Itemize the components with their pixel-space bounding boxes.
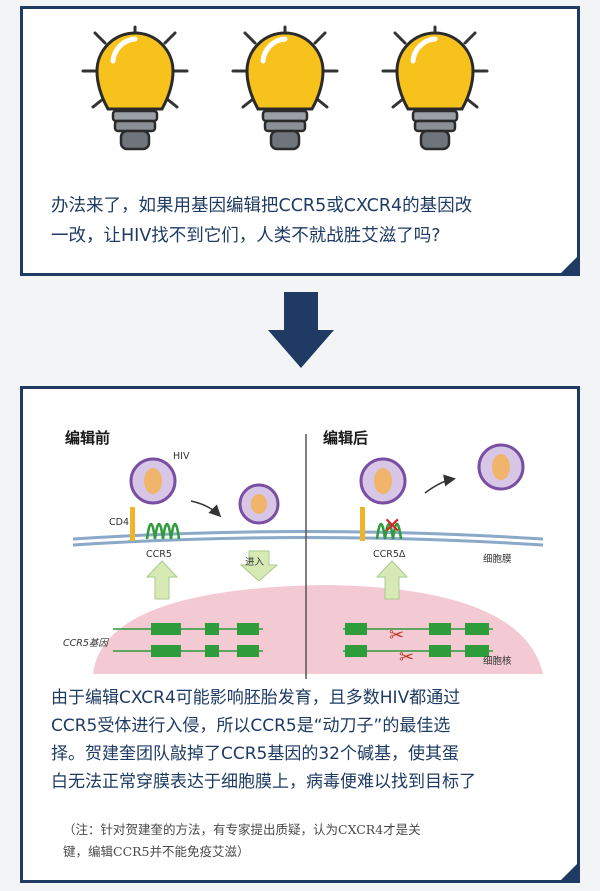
light-ray (393, 31, 407, 45)
down-arrow-icon (268, 292, 334, 368)
bulb-base (263, 119, 307, 133)
card-corner (558, 861, 580, 883)
diagram-card: ✕ ✂ ✂ 编辑前 编辑后 HIV CD4 CCR5 进入 CCR5Δ 细胞膜 … (20, 386, 580, 883)
cell-membrane (72, 536, 544, 547)
hiv-virus (359, 457, 407, 505)
bulb-glass (395, 31, 475, 111)
card-corner (558, 254, 580, 276)
bulb-base (113, 119, 157, 133)
gene-exons (151, 623, 259, 657)
bulb-highlight (410, 36, 438, 64)
light-ray (391, 97, 405, 109)
blocked-mark-icon: ✕ (383, 514, 401, 539)
light-bulb-icon (381, 25, 489, 151)
explanation-line: CCR5受体进行入侵，所以CCR5是“动刀子”的最佳选 (51, 716, 451, 736)
question-line: 一改，让HIV找不到它们，人类不就战胜艾滋了吗? (51, 226, 441, 246)
note-text: （注：针对贺建奎的方法，有专家提出质疑，认为CXCR4才是关 键，编辑CCR5并… (63, 819, 563, 863)
ccr5-delta-label: CCR5Δ (373, 549, 406, 560)
hiv-virus-entering (238, 483, 280, 525)
light-ray (315, 97, 329, 109)
hiv-virus (129, 457, 177, 505)
question-card: 办法来了，如果用基因编辑把CCR5或CXCR4的基因改 一改，让HIV找不到它们… (20, 6, 580, 276)
ccr5-delta-receptor (375, 522, 403, 540)
bulb-base (119, 129, 151, 151)
cd4-receptor (130, 507, 135, 541)
light-ray (241, 97, 255, 109)
light-bulb-icon (231, 25, 339, 151)
explanation-line: 择。贺建奎团队敲掉了CCR5基因的32个碱基，使其蛋 (51, 744, 459, 764)
before-title: 编辑前 (65, 429, 111, 447)
nucleus-label: 细胞核 (483, 656, 512, 667)
note-line: 键，编辑CCR5并不能免疫艾滋） (63, 844, 250, 859)
bulb-glass (95, 31, 175, 111)
scissors-icon: ✂ (389, 625, 404, 646)
cd4-receptor (360, 507, 365, 541)
bulb-base (261, 109, 309, 123)
ccr5-editing-diagram: ✕ ✂ ✂ (72, 434, 544, 679)
scissors-icon: ✂ (399, 647, 414, 668)
light-ray (91, 97, 105, 109)
hiv-virus-repelled (477, 443, 525, 491)
ccr5-gene-label: CCR5基因 (63, 638, 108, 649)
repel-arrow (424, 474, 456, 494)
bulb-base (419, 129, 451, 151)
expression-arrow (375, 560, 409, 600)
after-title: 编辑后 (323, 429, 369, 447)
question-line: 办法来了，如果用基因编辑把CCR5或CXCR4的基因改 (51, 196, 473, 216)
light-ray (243, 31, 257, 45)
gene-exons (345, 623, 489, 657)
light-ray (165, 97, 179, 109)
light-ray (93, 31, 107, 45)
membrane-label: 细胞膜 (483, 554, 512, 565)
bulbs-illustration (81, 25, 489, 151)
bulb-base (411, 109, 459, 123)
light-ray (163, 31, 177, 45)
light-bulb-icon (81, 25, 189, 151)
light-ray (463, 31, 477, 45)
bulb-base (269, 129, 301, 151)
enter-arrow (239, 550, 279, 582)
hiv-label: HIV (173, 451, 190, 462)
ccr5-receptor (145, 522, 181, 540)
note-line: （注：针对贺建奎的方法，有专家提出质疑，认为CXCR4才是关 (63, 822, 421, 837)
bulb-highlight (260, 36, 288, 64)
bulb-highlight (110, 36, 138, 64)
light-ray (465, 97, 479, 109)
bulb-glass (245, 31, 325, 111)
explanation-line: 由于编辑CXCR4可能影响胚胎发育，且多数HIV都通过 (51, 688, 461, 708)
cd4-label: CD4 (109, 517, 129, 528)
entry-arrow (190, 500, 222, 518)
explanation-line: 白无法正常穿膜表达于细胞膜上，病毒便难以找到目标了 (51, 772, 476, 792)
bulb-base (111, 109, 159, 123)
ccr5-label: CCR5 (146, 549, 172, 560)
bulb-base (413, 119, 457, 133)
light-ray (313, 31, 327, 45)
question-text: 办法来了，如果用基因编辑把CCR5或CXCR4的基因改 一改，让HIV找不到它们… (51, 191, 561, 251)
explanation-text: 由于编辑CXCR4可能影响胚胎发育，且多数HIV都通过 CCR5受体进行入侵，所… (51, 684, 566, 796)
expression-arrow (145, 560, 179, 600)
enter-label: 进入 (245, 557, 265, 568)
